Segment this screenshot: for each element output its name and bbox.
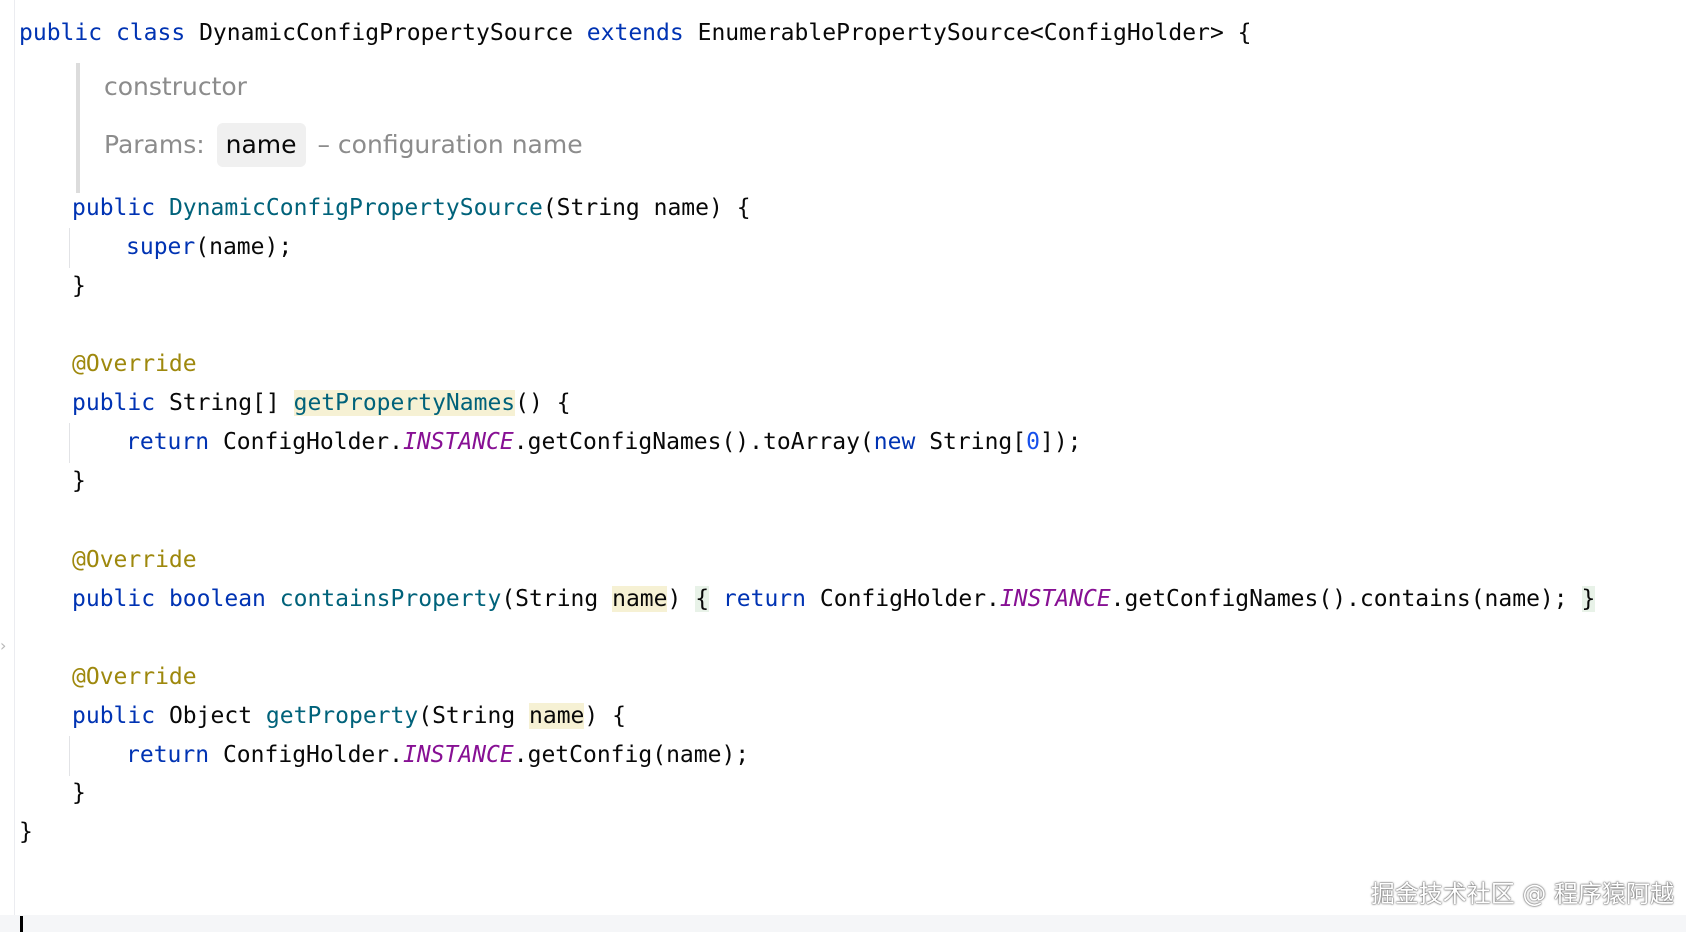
body-part: ConfigHolder.	[819, 586, 1000, 612]
code-line-folded-method[interactable]: public boolean containsProperty(String n…	[72, 579, 1596, 619]
keyword-return: return	[722, 586, 807, 612]
close-brace: }	[72, 468, 86, 494]
body-part: ConfigHolder.	[222, 429, 403, 455]
method-args: () {	[515, 390, 571, 416]
close-brace: }	[72, 780, 86, 806]
indent-guide	[69, 228, 70, 268]
body-part: .getConfigNames().toArray(	[513, 429, 874, 455]
code-line-class-declaration[interactable]: public class DynamicConfigPropertySource…	[19, 13, 1252, 53]
code-line-constructor-signature[interactable]: public DynamicConfigPropertySource(Strin…	[72, 188, 751, 228]
keyword-class: class	[115, 20, 186, 46]
parent-class: EnumerablePropertySource<ConfigHolder>	[697, 20, 1224, 46]
keyword-public: public	[19, 20, 103, 46]
body-part: String[	[929, 429, 1027, 455]
keyword-public: public	[72, 390, 156, 416]
body-part: ]);	[1039, 429, 1082, 455]
code-line-constructor-close[interactable]: }	[72, 266, 86, 306]
param-name-highlight: name	[612, 586, 668, 612]
code-line-annotation[interactable]: @Override	[72, 344, 197, 384]
keyword-super: super	[126, 234, 196, 260]
annotation-override: @Override	[72, 547, 197, 573]
indent-guide	[69, 736, 70, 776]
text-caret	[20, 916, 23, 932]
method-args: (String	[418, 703, 530, 729]
method-args: )	[667, 586, 682, 612]
code-line-method-signature[interactable]: public Object getProperty(String name) {	[72, 696, 626, 736]
code-line-class-close[interactable]: }	[19, 812, 33, 852]
rendered-javadoc[interactable]: constructor Params: name – configuration…	[76, 63, 680, 193]
static-field-instance: INSTANCE	[402, 429, 514, 455]
current-line-highlight[interactable]	[0, 915, 1686, 932]
method-name-contains-property: containsProperty	[279, 586, 502, 612]
keyword-public: public	[72, 195, 156, 221]
class-name: DynamicConfigPropertySource	[199, 20, 573, 46]
javadoc-param-name: name	[216, 123, 306, 167]
keyword-return: return	[126, 742, 210, 768]
method-name-get-property-names: getPropertyNames	[293, 390, 516, 416]
code-line-annotation[interactable]: @Override	[72, 657, 197, 697]
constructor-args: (String name) {	[542, 195, 751, 221]
method-args: (String	[501, 586, 613, 612]
javadoc-param-desc: – configuration name	[317, 130, 583, 159]
folded-open-brace[interactable]: {	[695, 586, 710, 612]
javadoc-params: Params: name – configuration name	[104, 123, 583, 167]
return-type: String[]	[168, 390, 280, 416]
code-line-method-close[interactable]: }	[72, 461, 86, 501]
code-line-method-close[interactable]: }	[72, 773, 86, 813]
static-field-instance: INSTANCE	[999, 586, 1111, 612]
annotation-override: @Override	[72, 664, 197, 690]
editor-gutter-divider	[14, 0, 15, 932]
method-name-get-property: getProperty	[265, 703, 419, 729]
close-brace: }	[72, 273, 86, 299]
keyword-new: new	[873, 429, 916, 455]
body-part: ConfigHolder.	[222, 742, 403, 768]
javadoc-description: constructor	[104, 72, 247, 101]
code-line-annotation[interactable]: @Override	[72, 540, 197, 580]
watermark: 掘金技术社区 @ 程序猿阿越	[1370, 880, 1674, 908]
class-close-brace: }	[19, 819, 33, 845]
keyword-boolean: boolean	[168, 586, 266, 612]
static-field-instance: INSTANCE	[402, 742, 514, 768]
body-part: .getConfigNames().contains(name);	[1110, 586, 1568, 612]
method-args: ) {	[584, 703, 626, 729]
param-name-highlight: name	[529, 703, 585, 729]
annotation-override: @Override	[72, 351, 197, 377]
open-brace: {	[1237, 20, 1252, 46]
code-line-method-body[interactable]: return ConfigHolder.INSTANCE.getConfigNa…	[126, 422, 1082, 462]
fold-chevron-icon[interactable]: ›	[0, 636, 7, 655]
constructor-body-rest: (name);	[195, 234, 293, 260]
keyword-public: public	[72, 703, 156, 729]
code-line-method-body[interactable]: return ConfigHolder.INSTANCE.getConfig(n…	[126, 735, 749, 775]
keyword-return: return	[126, 429, 210, 455]
indent-guide	[69, 423, 70, 463]
number-literal: 0	[1026, 429, 1040, 455]
folded-close-brace[interactable]: }	[1581, 586, 1596, 612]
keyword-public: public	[72, 586, 156, 612]
return-type: Object	[168, 703, 253, 729]
javadoc-params-label: Params:	[104, 130, 205, 159]
keyword-extends: extends	[586, 20, 684, 46]
code-line-method-signature[interactable]: public String[] getPropertyNames() {	[72, 383, 571, 423]
code-line-constructor-body[interactable]: super(name);	[126, 227, 292, 267]
constructor-name: DynamicConfigPropertySource	[168, 195, 543, 221]
body-part: .getConfig(name);	[513, 742, 750, 768]
